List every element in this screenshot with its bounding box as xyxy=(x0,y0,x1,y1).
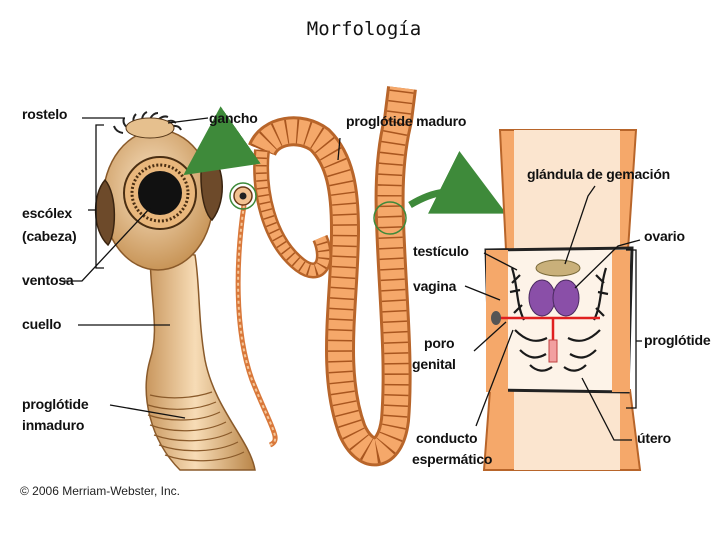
label-genital: genital xyxy=(412,356,456,372)
arrow-right xyxy=(408,151,507,214)
scolex-and-neck xyxy=(94,111,256,471)
gland xyxy=(535,259,581,277)
label-cuello: cuello xyxy=(22,316,62,332)
copyright-notice: © 2006 Merriam-Webster, Inc. xyxy=(20,484,181,498)
ovary xyxy=(528,279,580,317)
label-escolex: escólex xyxy=(22,205,72,221)
strobila xyxy=(229,86,417,467)
label-espermatico: espermático xyxy=(412,451,493,467)
label-utero: útero xyxy=(637,430,672,446)
label-proglotide-inmaduro-1: proglótide xyxy=(22,396,89,412)
uterus-branches xyxy=(509,267,609,372)
label-proglotide-maduro: proglótide maduro xyxy=(346,113,467,129)
label-testiculo: testículo xyxy=(413,243,469,259)
slide-title: Morfología xyxy=(306,18,422,40)
label-proglotide-inmaduro-2: inmaduro xyxy=(22,417,85,433)
arrow-left xyxy=(183,106,261,176)
label-gancho: gancho xyxy=(209,110,258,126)
label-vagina: vagina xyxy=(413,278,457,294)
label-ovario: ovario xyxy=(644,228,685,244)
label-ventosa: ventosa xyxy=(22,272,74,288)
immature-segment-lines xyxy=(147,391,245,462)
leader-lines xyxy=(64,117,642,441)
label-cabeza: (cabeza) xyxy=(22,228,77,244)
mature-proglottid xyxy=(482,129,642,471)
label-rostelo: rostelo xyxy=(22,106,68,122)
label-conducto: conducto xyxy=(416,430,478,446)
label-glandula-gemacion: glándula de gemación xyxy=(527,166,671,182)
label-proglotide: proglótide xyxy=(644,332,711,348)
label-poro: poro xyxy=(424,335,455,351)
